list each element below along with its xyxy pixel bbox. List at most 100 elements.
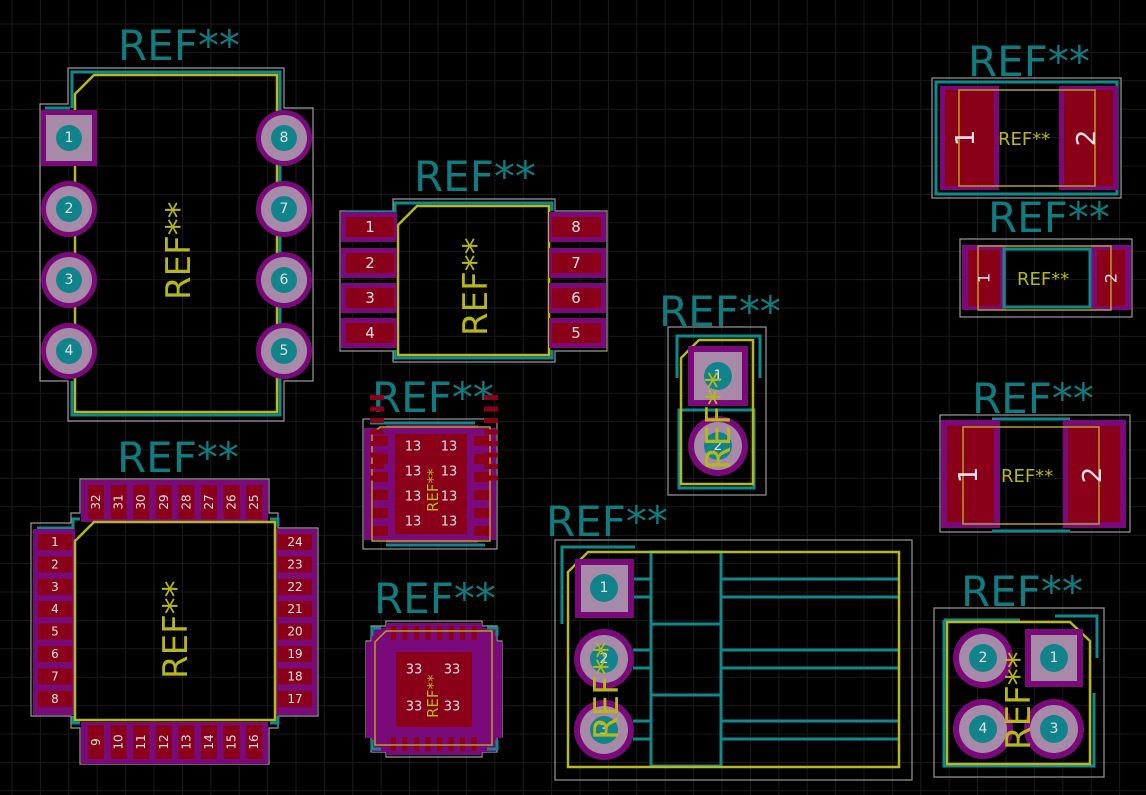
- footprint-smd-1206-b[interactable]: REF** 1 2 REF**: [939, 374, 1131, 533]
- pad[interactable]: [402, 626, 408, 640]
- pad-30[interactable]: 30: [133, 485, 150, 519]
- pad[interactable]: [391, 737, 396, 751]
- pad-4[interactable]: 4: [341, 318, 397, 348]
- pad-15[interactable]: 15: [223, 725, 240, 759]
- footprint-smd-1206-a[interactable]: REF** 1 2 REF**: [931, 37, 1122, 199]
- pad-2[interactable]: 2: [953, 628, 1013, 688]
- pad-27[interactable]: 27: [201, 485, 217, 519]
- pad-20[interactable]: 20: [278, 623, 312, 640]
- pad[interactable]: [474, 490, 490, 500]
- pad-2[interactable]: 2: [574, 629, 634, 689]
- pad-17[interactable]: 17: [278, 690, 312, 707]
- pad[interactable]: [372, 454, 388, 464]
- pad[interactable]: [484, 441, 498, 446]
- pad-3[interactable]: 3: [574, 700, 634, 760]
- pad-3[interactable]: 3: [341, 283, 397, 313]
- pad[interactable]: [448, 626, 454, 640]
- pad[interactable]: [460, 626, 465, 640]
- pad[interactable]: [414, 626, 419, 640]
- pad-1[interactable]: 1: [341, 212, 397, 242]
- pad-2[interactable]: 2: [688, 416, 748, 476]
- pad[interactable]: [370, 395, 384, 400]
- footprint-2pin-vertical[interactable]: REF** 1 2 REF**: [659, 287, 781, 496]
- pad-26[interactable]: 26: [223, 485, 240, 519]
- pad[interactable]: [437, 626, 442, 640]
- pad-18[interactable]: 18: [278, 668, 312, 685]
- pad-23[interactable]: 23: [278, 556, 312, 573]
- pad[interactable]: [484, 452, 498, 458]
- pad-1[interactable]: 1: [41, 110, 97, 166]
- pad[interactable]: [370, 418, 384, 423]
- pad-22[interactable]: 22: [278, 578, 312, 595]
- footprint-qfn[interactable]: REF** 33 33 33 33 REF**: [365, 395, 503, 758]
- pad-2[interactable]: 2: [341, 248, 397, 278]
- pad-32[interactable]: 32: [88, 485, 104, 519]
- pad-1[interactable]: 1: [575, 559, 634, 618]
- footprint-dip8[interactable]: REF** REF** 1 2 3 4 8 7 6 5: [39, 21, 314, 422]
- pad[interactable]: [372, 508, 388, 518]
- pad-10[interactable]: 10: [110, 725, 127, 759]
- footprint-connector-3pin[interactable]: REF** 1 2 3 REF**: [546, 497, 913, 781]
- pad[interactable]: [484, 406, 498, 412]
- pad-5[interactable]: 5: [38, 623, 72, 640]
- pad-8[interactable]: 8: [38, 690, 72, 707]
- pad-8[interactable]: 8: [549, 212, 606, 242]
- pad-4[interactable]: 4: [38, 601, 72, 618]
- pad-28[interactable]: 28: [178, 485, 195, 519]
- pad-12[interactable]: 12: [155, 725, 172, 759]
- pad[interactable]: [370, 406, 384, 412]
- pad-2[interactable]: 2: [38, 556, 72, 573]
- pad[interactable]: [370, 452, 384, 458]
- pad-3[interactable]: 3: [1024, 699, 1084, 759]
- pad-21[interactable]: 21: [278, 601, 312, 618]
- footprint-tqfp32[interactable]: REF** 1179252181026319112742012285211329…: [30, 433, 319, 765]
- pad-29[interactable]: 29: [155, 485, 172, 519]
- pad-7[interactable]: 7: [38, 668, 72, 685]
- pad[interactable]: [370, 464, 384, 469]
- pad-1[interactable]: [945, 90, 994, 186]
- pad-1[interactable]: 1: [1025, 629, 1083, 687]
- pad-13[interactable]: 13: [178, 725, 195, 759]
- pad[interactable]: [484, 395, 498, 400]
- pad-19[interactable]: 19: [278, 646, 312, 662]
- footprint-smd-0805[interactable]: REF** 1 2 REF**: [959, 193, 1133, 318]
- pad[interactable]: [484, 475, 498, 481]
- pad[interactable]: [474, 436, 490, 446]
- pad-6[interactable]: 6: [549, 283, 606, 313]
- pad-31[interactable]: 31: [110, 485, 127, 519]
- pad-4[interactable]: 4: [41, 323, 97, 379]
- pad[interactable]: [372, 526, 388, 536]
- pad-16[interactable]: 16: [246, 725, 263, 759]
- pad-5[interactable]: 5: [549, 318, 606, 348]
- pad-3[interactable]: 3: [41, 252, 97, 308]
- pad-3[interactable]: 3: [38, 578, 72, 595]
- pad-4[interactable]: 4: [953, 699, 1013, 759]
- thermal-pad[interactable]: [395, 434, 467, 534]
- pad[interactable]: [484, 418, 498, 423]
- pad-1[interactable]: 1: [38, 534, 72, 550]
- pad[interactable]: [425, 737, 431, 751]
- pad[interactable]: [448, 737, 454, 751]
- pad-24[interactable]: 24: [278, 534, 312, 550]
- thermal-pad[interactable]: [396, 652, 472, 727]
- pad-7[interactable]: 7: [549, 248, 606, 278]
- pad-2[interactable]: [1068, 426, 1120, 522]
- pad-1[interactable]: [947, 426, 994, 522]
- pad-1[interactable]: [968, 250, 1000, 306]
- pad[interactable]: [460, 737, 465, 751]
- pad-6[interactable]: 6: [256, 252, 312, 308]
- pad-2[interactable]: [1064, 90, 1113, 186]
- pad-5[interactable]: 5: [256, 323, 312, 379]
- pad-7[interactable]: 7: [256, 181, 312, 237]
- pad-2[interactable]: 2: [41, 181, 97, 237]
- pad[interactable]: [414, 737, 419, 751]
- pad[interactable]: [391, 626, 396, 640]
- pad[interactable]: [370, 441, 384, 446]
- pad[interactable]: [471, 737, 477, 751]
- pad[interactable]: [484, 429, 498, 435]
- pad[interactable]: [402, 737, 408, 751]
- pad-6[interactable]: 6: [38, 646, 72, 662]
- pad[interactable]: [370, 429, 384, 435]
- pad-9[interactable]: 9: [88, 725, 104, 759]
